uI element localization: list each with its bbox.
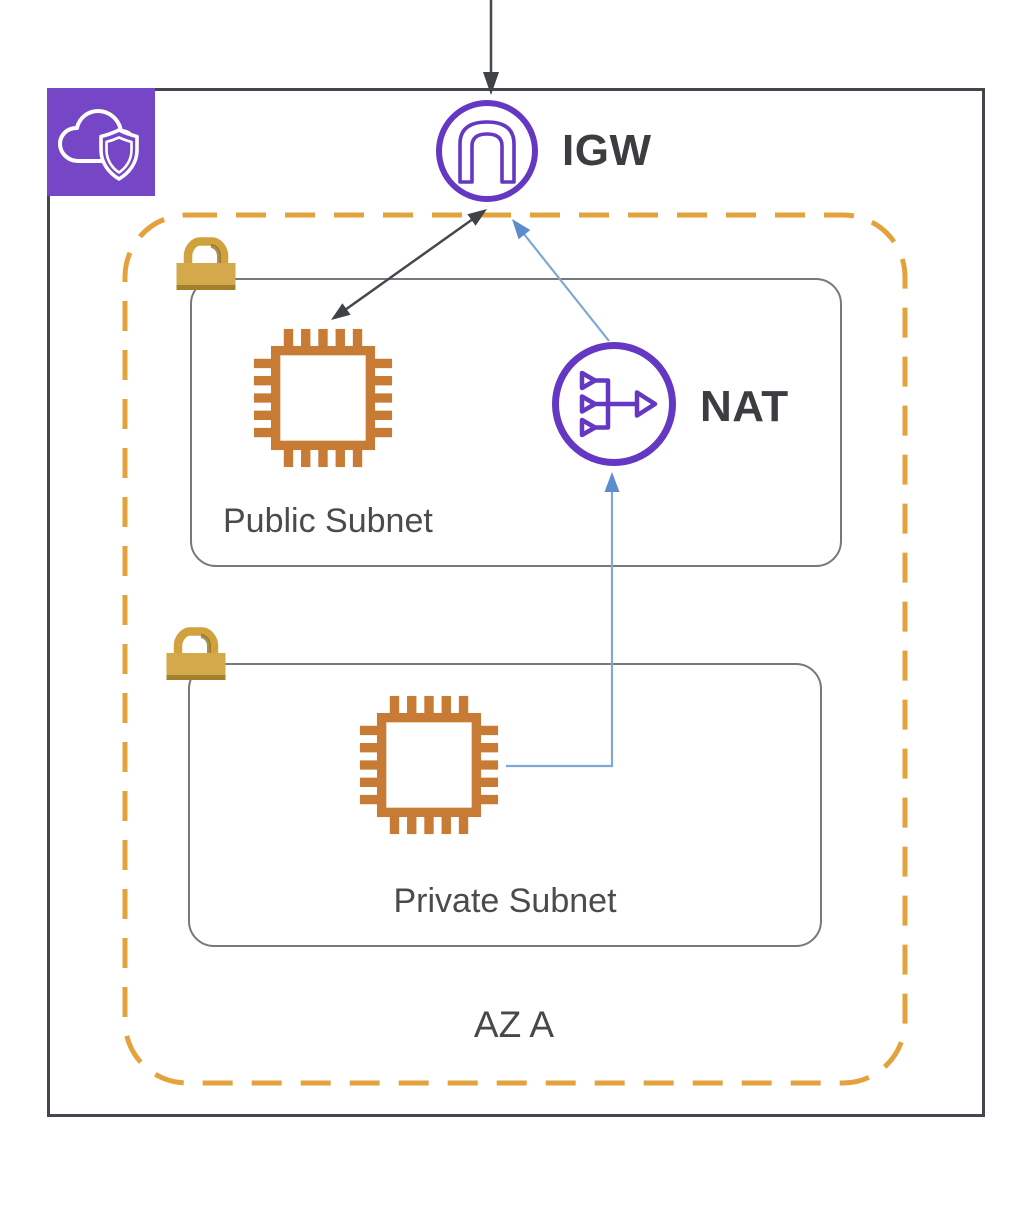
internet-to-igw-arrow [483,0,499,95]
lock-icon [166,627,226,680]
private-subnet-box [188,663,822,947]
igw-label: IGW [562,126,652,175]
vpc-box [47,88,985,1117]
ec2-instance-icon [253,328,393,468]
private-subnet-label: Private Subnet [393,882,617,920]
vpc-cloud-shield-icon [47,88,155,196]
public-subnet-label: Public Subnet [223,502,433,540]
availability-zone-box [122,212,908,1086]
az-label: AZ A [473,1004,555,1045]
internet-gateway-icon [436,100,538,202]
nat-gateway-icon [552,342,676,466]
ec2-instance-icon [359,695,499,835]
nat-label: NAT [700,382,789,431]
lock-icon [176,237,236,290]
